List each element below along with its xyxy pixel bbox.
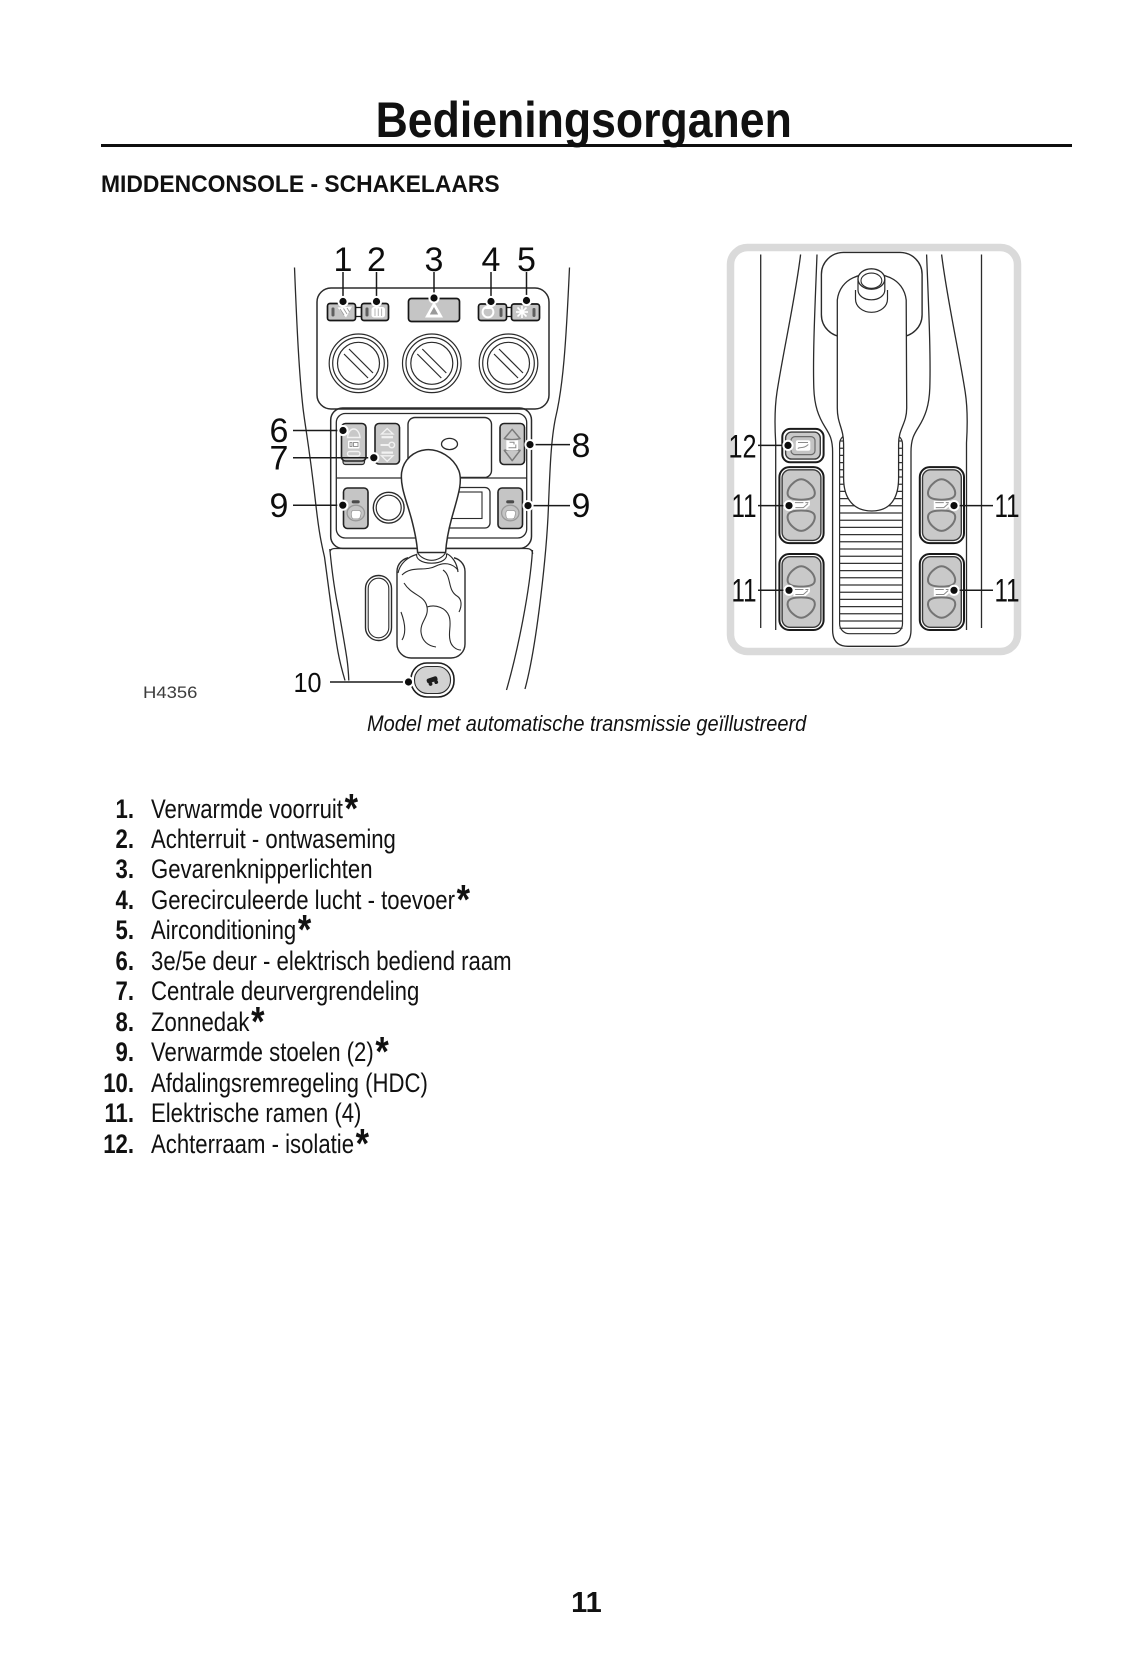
svg-text:2: 2: [367, 241, 386, 279]
svg-text:9: 9: [572, 487, 591, 525]
svg-text:12: 12: [729, 429, 757, 465]
svg-text:9: 9: [270, 487, 289, 525]
svg-text:11: 11: [995, 488, 1020, 524]
svg-text:7: 7: [270, 440, 289, 478]
svg-text:11: 11: [732, 573, 757, 609]
svg-text:4: 4: [482, 241, 501, 279]
svg-text:5: 5: [517, 241, 536, 279]
svg-text:10: 10: [294, 667, 322, 698]
svg-text:3: 3: [425, 241, 444, 279]
svg-text:11: 11: [995, 573, 1020, 609]
svg-text:11: 11: [732, 488, 757, 524]
svg-text:8: 8: [572, 427, 591, 465]
svg-text:6: 6: [270, 412, 289, 450]
svg-text:1: 1: [334, 241, 353, 279]
